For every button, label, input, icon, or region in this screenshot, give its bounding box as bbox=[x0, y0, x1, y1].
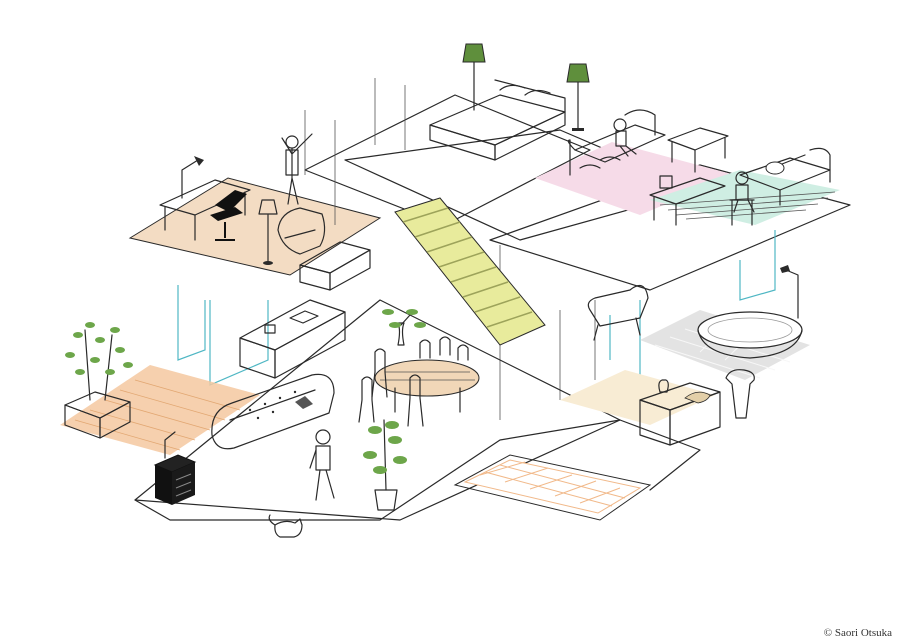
study-floor bbox=[128, 177, 382, 276]
entry-step bbox=[454, 419, 701, 491]
ground-floor-edge bbox=[134, 469, 456, 521]
sofa-pattern bbox=[248, 390, 297, 420]
potted-tree-icon bbox=[363, 419, 407, 511]
office-chair-icon bbox=[210, 190, 247, 241]
bathtub-icon bbox=[697, 311, 803, 359]
upper-floor bbox=[128, 94, 851, 291]
floor-lamp-icon bbox=[462, 43, 486, 111]
cat-icon bbox=[268, 514, 303, 538]
person-icon bbox=[281, 133, 313, 205]
master-bedroom bbox=[429, 43, 590, 161]
bathroom bbox=[640, 265, 810, 380]
credit-text: © Saori Otsuka bbox=[823, 627, 892, 639]
person-icon bbox=[613, 118, 637, 157]
floor-lamp-icon bbox=[258, 199, 278, 265]
potted-tree-icon bbox=[64, 322, 133, 439]
kids-room bbox=[567, 109, 729, 226]
potted-tree-icon bbox=[382, 309, 426, 346]
mint-room-floor bbox=[650, 170, 840, 225]
desk-lamp-icon bbox=[181, 156, 204, 199]
side-cabinet-icon bbox=[639, 379, 721, 446]
kitchen-cabinets bbox=[299, 241, 371, 291]
kids-room-floor bbox=[535, 142, 735, 215]
desk-icon bbox=[649, 175, 726, 226]
shower-icon bbox=[780, 265, 799, 319]
wall-lines bbox=[304, 78, 596, 420]
desk-icon bbox=[667, 127, 729, 173]
study bbox=[159, 133, 326, 265]
bed-icon bbox=[567, 109, 666, 176]
staircase-icon bbox=[394, 197, 546, 346]
sofa-icon bbox=[211, 373, 335, 450]
bed-icon bbox=[429, 79, 566, 161]
kitchen-island-icon bbox=[239, 299, 346, 379]
person-icon bbox=[309, 429, 335, 501]
person-icon bbox=[729, 171, 755, 226]
dining-chairs bbox=[358, 336, 469, 427]
floor-lamp-icon bbox=[566, 63, 590, 131]
dining-table-icon bbox=[374, 359, 480, 413]
stair-treads bbox=[402, 207, 533, 328]
side-cabinet-icon bbox=[153, 431, 197, 505]
sink-icon bbox=[725, 369, 755, 419]
mint-room bbox=[729, 147, 831, 226]
guitar-icon bbox=[765, 154, 806, 175]
wash-area bbox=[560, 369, 755, 446]
entry-tiles bbox=[453, 454, 652, 521]
deck bbox=[60, 365, 260, 455]
armchair-icon bbox=[587, 284, 649, 341]
armchair-icon bbox=[277, 207, 326, 255]
